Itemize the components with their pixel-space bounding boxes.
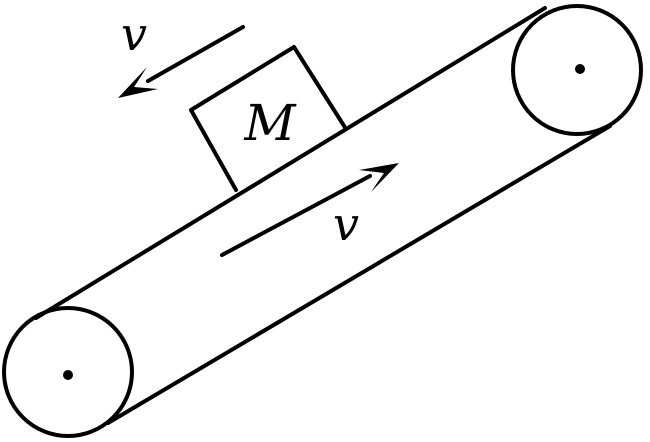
- belt-velocity-arrow: v: [220, 163, 399, 257]
- right-pulley: [511, 4, 643, 136]
- belt-top-edge: [34, 6, 547, 320]
- belt-velocity-arrowhead: [359, 163, 399, 192]
- belt-bottom-edge: [106, 124, 612, 425]
- block-velocity-label: v: [121, 7, 147, 61]
- left-pulley-wheel: [2, 306, 134, 438]
- block-velocity-arrow: v: [118, 7, 245, 98]
- block-outline: [189, 45, 348, 192]
- block-velocity-shaft: [146, 25, 245, 83]
- left-pulley-axle: [63, 370, 73, 380]
- right-pulley-axle: [575, 64, 585, 74]
- mass-label: M: [243, 94, 297, 152]
- belt-velocity-label: v: [333, 197, 359, 251]
- belt-velocity-shaft: [220, 174, 372, 257]
- block-m: M: [189, 45, 348, 192]
- left-pulley: [2, 306, 134, 438]
- block-velocity-arrowhead: [118, 67, 158, 98]
- right-pulley-wheel: [511, 4, 643, 136]
